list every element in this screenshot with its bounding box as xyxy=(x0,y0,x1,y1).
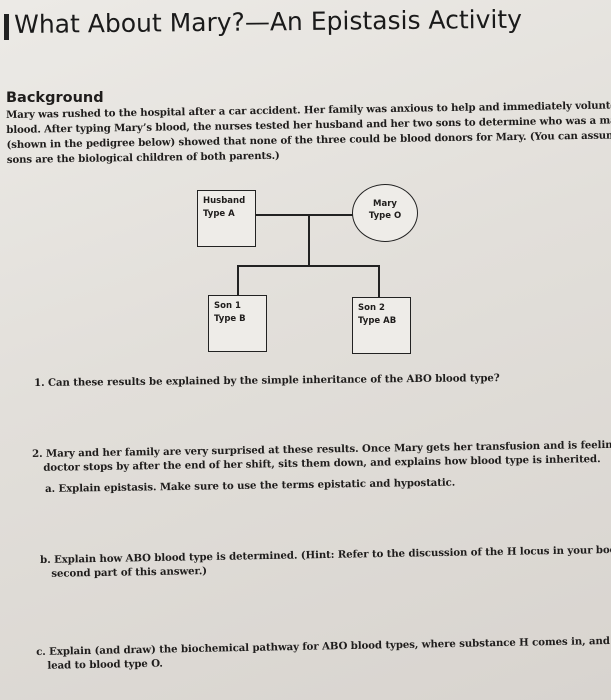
question-2a: a. Explain epistasis. Make sure to use t… xyxy=(45,476,456,495)
question-1: 1. Can these results be explained by the… xyxy=(34,372,500,389)
mary-label: Mary xyxy=(373,199,397,209)
title-marker xyxy=(4,14,9,40)
background-paragraph: Mary was rushed to the hospital after a … xyxy=(6,98,611,168)
husband-blood-type: Type A xyxy=(203,209,235,219)
page-title: What About Mary?—An Epistasis Activity xyxy=(14,4,523,39)
descent-line xyxy=(308,214,310,266)
mary-blood-type: Type O xyxy=(368,211,402,221)
question-2c: c. Explain (and draw) the biochemical pa… xyxy=(36,633,611,673)
sibship-line xyxy=(237,265,380,267)
son2-label: Son 2 xyxy=(358,303,385,313)
question-2: 2. Mary and her family are very surprise… xyxy=(32,436,611,475)
son1-label: Son 1 xyxy=(214,301,241,311)
question-2b: b. Explain how ABO blood type is determi… xyxy=(40,542,611,581)
son1-blood-type: Type B xyxy=(214,314,246,324)
background-heading: Background xyxy=(6,90,104,106)
husband-label: Husband xyxy=(203,196,246,206)
husband-box: Husband Type A xyxy=(197,190,256,247)
son1-line xyxy=(237,265,239,296)
son2-box: Son 2 Type AB xyxy=(352,297,411,354)
son2-blood-type: Type AB xyxy=(358,316,397,326)
son1-box: Son 1 Type B xyxy=(208,295,267,352)
son2-line xyxy=(378,265,380,298)
marriage-line xyxy=(256,214,354,216)
mary-circle: Mary Type O xyxy=(352,184,418,242)
